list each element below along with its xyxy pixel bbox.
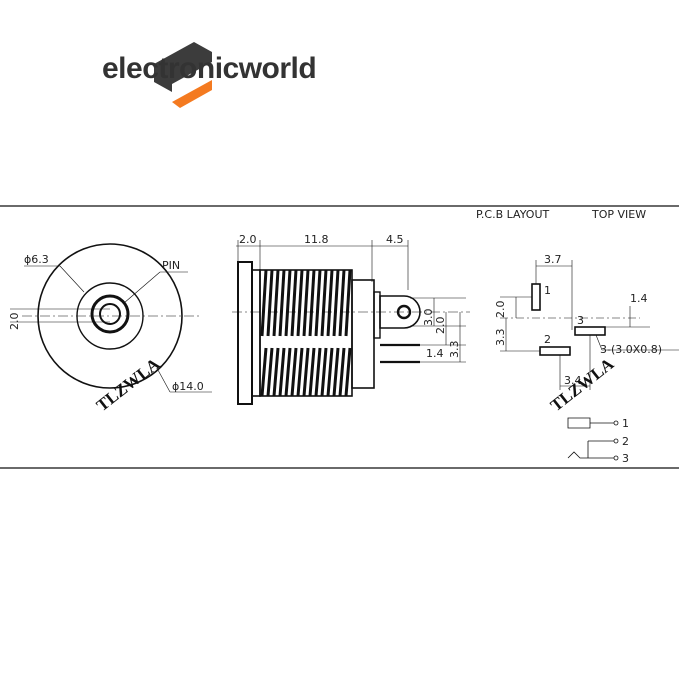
- schematic-label-3: 3: [622, 452, 629, 465]
- leader-pin: [123, 271, 161, 304]
- rear-cap: [373, 291, 381, 339]
- dim-14: 1.4: [426, 347, 444, 360]
- pcb-dim-34: 3.4: [564, 374, 582, 387]
- pin-inner-ring: [99, 303, 121, 325]
- flange: [237, 261, 253, 405]
- leader-outer-dia: [157, 369, 171, 393]
- top-view-title: TOP VIEW: [591, 208, 646, 221]
- brand-logo: [154, 42, 212, 108]
- outer-circle: [37, 243, 183, 389]
- schematic-label-1: 1: [622, 417, 629, 430]
- thread-lower: [260, 347, 352, 397]
- pad-1-label: 1: [544, 284, 551, 297]
- thread-upper: [260, 269, 352, 337]
- pad-3-label: 3: [577, 314, 584, 327]
- rear-housing: [351, 279, 375, 389]
- schematic: 1 2 3: [567, 417, 629, 465]
- dim-33: 3.3: [448, 341, 461, 359]
- pin-label: PIN: [162, 259, 180, 272]
- logo-mark-dark: [154, 42, 212, 92]
- front-view: 2.0 ϕ6.3 PIN ϕ14.0 TLZWLA: [8, 243, 212, 415]
- pad-note-leader: [595, 334, 603, 351]
- watermark-pcb: TLZWLA: [547, 354, 618, 415]
- pin-outer-ring: [90, 294, 130, 334]
- dim-20: 2.0: [434, 317, 447, 335]
- pad-3: [574, 326, 606, 336]
- logo-mark-accent: [172, 80, 212, 108]
- terminal-3: [613, 455, 619, 461]
- solder-tab: [379, 295, 421, 329]
- schematic-label-2: 2: [622, 435, 629, 448]
- pcb-dim-14: 1.4: [630, 292, 648, 305]
- height-dim: 2.0: [8, 313, 21, 331]
- terminal-2: [613, 438, 619, 444]
- inner-diameter: ϕ6.3: [24, 253, 49, 266]
- schematic-pin-1: [567, 417, 591, 429]
- dim-30: 3.0: [422, 309, 435, 327]
- pcb-layout: 3.7 1 2 3 2.0 3.3 1.4 3-(3.0X0.8) 3.4 TL…: [494, 253, 679, 415]
- watermark-front: TLZWLA: [93, 354, 164, 415]
- pad-2: [539, 346, 571, 356]
- brand-name: electronicworld: [102, 52, 317, 85]
- dim-body: 11.8: [304, 233, 329, 246]
- dim-tab: 4.5: [386, 233, 404, 246]
- leader-inner-dia-2: [59, 265, 85, 293]
- pcb-dim-37: 3.7: [544, 253, 562, 266]
- schematic-spring: [567, 451, 614, 459]
- pad-1: [531, 283, 541, 311]
- outer-diameter: ϕ14.0: [172, 380, 204, 393]
- pad-note: 3-(3.0X0.8): [600, 343, 662, 356]
- terminal-1: [613, 420, 619, 426]
- pcb-dim-33: 3.3: [494, 329, 507, 347]
- pcb-layout-title: P.C.B LAYOUT: [476, 208, 550, 221]
- pad-2-label: 2: [544, 333, 551, 346]
- pcb-dim-20: 2.0: [494, 301, 507, 319]
- side-view: 2.0 11.8 4.5: [232, 233, 470, 405]
- dim-flange: 2.0: [239, 233, 257, 246]
- flange-step: [251, 269, 261, 397]
